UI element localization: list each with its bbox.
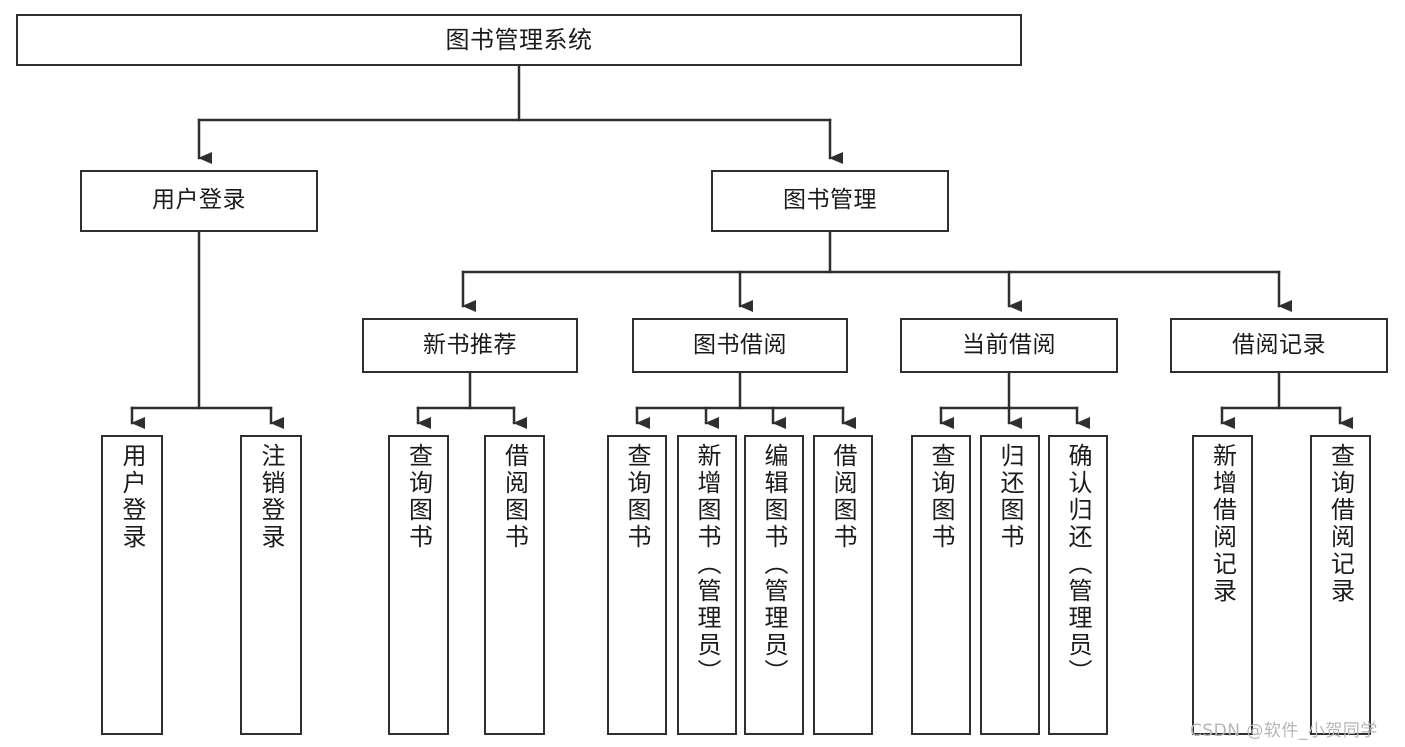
- leaf-new-book-borrow-book[interactable]: 借阅图书: [484, 435, 545, 735]
- node-root-book-management-system[interactable]: 图书管理系统: [16, 14, 1022, 66]
- leaf-borrow-record-query-record[interactable]: 查询借阅记录: [1310, 435, 1371, 735]
- node-borrow-record[interactable]: 借阅记录: [1170, 318, 1388, 373]
- node-new-book-recommend[interactable]: 新书推荐: [362, 318, 578, 373]
- node-label: 查询借阅记录: [1326, 443, 1355, 605]
- leaf-user-login-login[interactable]: 用户登录: [101, 435, 163, 735]
- leaf-book-borrow-edit-book-admin[interactable]: 编辑图书（管理员）: [744, 435, 804, 735]
- node-label: 新增借阅记录: [1208, 443, 1237, 605]
- node-book-borrow[interactable]: 图书借阅: [632, 318, 848, 373]
- node-label: 借阅记录: [1232, 331, 1326, 358]
- node-label: 编辑图书（管理员）: [760, 443, 788, 686]
- node-label: 查询图书: [927, 443, 955, 551]
- node-label: 当前借阅: [962, 331, 1056, 358]
- leaf-book-borrow-add-book-admin[interactable]: 新增图书（管理员）: [677, 435, 737, 735]
- leaf-user-login-logout[interactable]: 注销登录: [240, 435, 302, 735]
- leaf-current-borrow-query-book[interactable]: 查询图书: [911, 435, 971, 735]
- leaf-new-book-query-book[interactable]: 查询图书: [388, 435, 449, 735]
- leaf-book-borrow-borrow-book[interactable]: 借阅图书: [813, 435, 873, 735]
- csdn-watermark: CSDN @软件_小贺同学: [1190, 721, 1378, 741]
- node-label: 查询图书: [404, 443, 433, 551]
- node-label: 图书管理系统: [445, 25, 593, 54]
- node-label: 归还图书: [996, 443, 1024, 551]
- leaf-current-borrow-confirm-return-admin[interactable]: 确认归还（管理员）: [1048, 435, 1108, 735]
- node-label: 注销登录: [257, 443, 285, 551]
- node-label: 借阅图书: [829, 443, 857, 551]
- node-label: 新书推荐: [423, 331, 517, 358]
- node-label: 用户登录: [118, 443, 146, 551]
- leaf-book-borrow-query-book[interactable]: 查询图书: [607, 435, 667, 735]
- node-label: 图书借阅: [693, 331, 787, 358]
- node-label: 新增图书（管理员）: [693, 443, 721, 686]
- node-label: 借阅图书: [500, 443, 529, 551]
- node-book-management[interactable]: 图书管理: [711, 170, 949, 232]
- node-user-login[interactable]: 用户登录: [80, 170, 318, 232]
- node-label: 查询图书: [623, 443, 651, 551]
- node-label: 图书管理: [783, 187, 877, 214]
- node-label: 用户登录: [152, 187, 246, 214]
- node-label: 确认归还（管理员）: [1064, 443, 1092, 686]
- node-current-borrow[interactable]: 当前借阅: [900, 318, 1118, 373]
- leaf-borrow-record-add-record[interactable]: 新增借阅记录: [1192, 435, 1253, 735]
- leaf-current-borrow-return-book[interactable]: 归还图书: [980, 435, 1040, 735]
